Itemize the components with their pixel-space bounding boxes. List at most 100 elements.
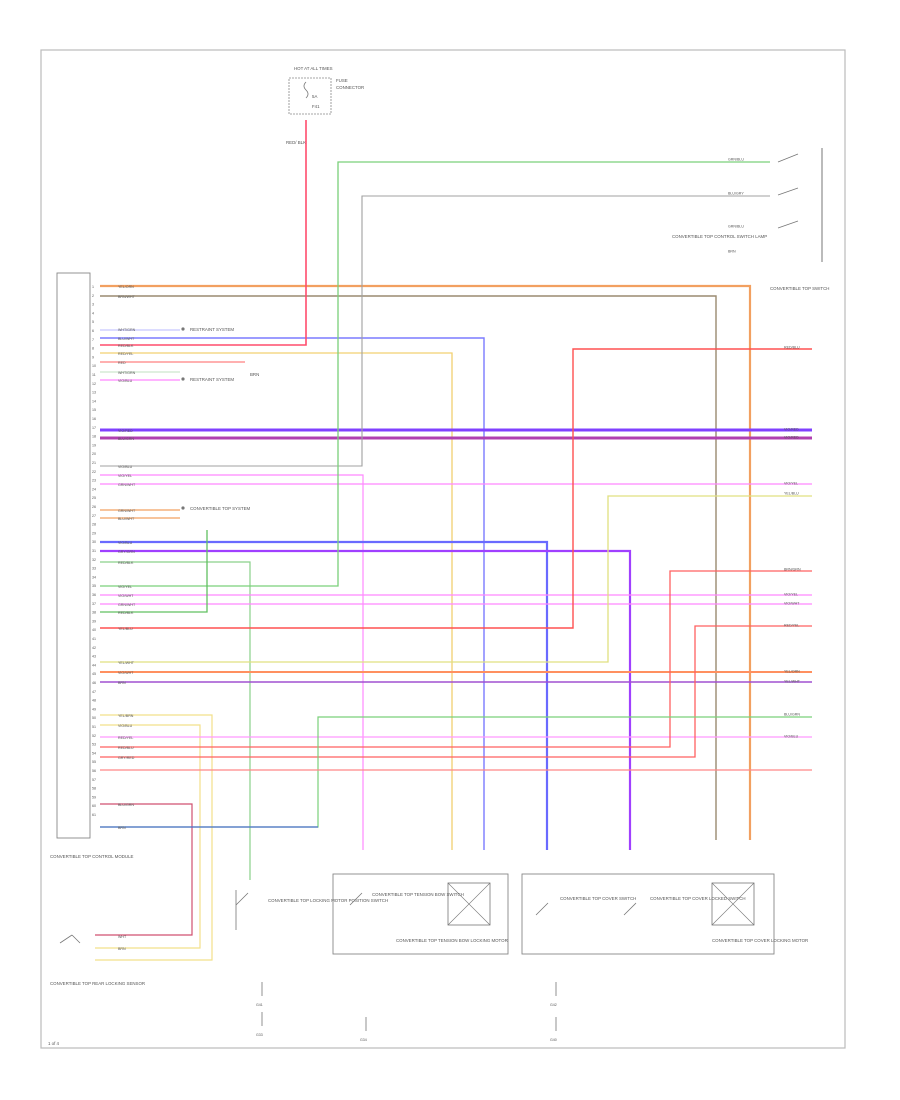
module-pin: 15 <box>92 408 96 412</box>
right-wire-label: YEL/ORN <box>784 670 800 674</box>
module-pin: 50 <box>92 716 96 720</box>
left-wire-label: VIO/BLU <box>118 379 133 383</box>
tension-bow-assembly: CONVERTIBLE TOP TENSION BOW SWITCH CONVE… <box>332 873 509 955</box>
module-pin: 23 <box>92 479 96 483</box>
fuse-block: HOT AT ALL TIMES FUSE CONNECTOR 5A F41 R… <box>286 66 364 145</box>
tension-bow-motor: CONVERTIBLE TOP TENSION BOW LOCKING MOTO… <box>396 938 508 943</box>
module-pin: 33 <box>92 567 96 571</box>
center-switch-name: CONVERTIBLE TOP LOCKING MOTOR POSITION S… <box>268 898 388 903</box>
module-pin: 60 <box>92 804 96 808</box>
module-pin: 12 <box>92 382 96 386</box>
tension-bow-switch: CONVERTIBLE TOP TENSION BOW SWITCH <box>372 892 464 897</box>
ground-label: G41 <box>256 1003 263 1007</box>
wire <box>95 724 201 949</box>
left-wire-label: RED/BLU <box>118 746 134 750</box>
left-wire-label: RED/YEL <box>118 736 133 740</box>
module-pin: 48 <box>92 699 96 703</box>
right-wire-label: BLU/GRY <box>728 192 744 196</box>
module-pin: 25 <box>92 496 96 500</box>
module-pin: 44 <box>92 663 96 667</box>
module-pin: 35 <box>92 584 96 588</box>
left-wire-label: BRN <box>118 826 126 830</box>
wire <box>100 716 812 828</box>
left-wire-label: BLU/WHT <box>118 337 135 341</box>
right-wire-label: YEL/BLU <box>784 492 799 496</box>
module-pin: 38 <box>92 611 96 615</box>
right-wire-label: VIO/YEL <box>784 482 798 486</box>
left-wire-label: RED/YEL <box>118 352 133 356</box>
module-pin: 27 <box>92 514 96 518</box>
left-wire-label: RED/BLK <box>118 561 134 565</box>
right-wire-label: RED/BLU <box>784 346 800 350</box>
left-wire-label: RED/BLK <box>118 611 134 615</box>
convertible-top-switch: CONVERTIBLE TOP SWITCH CONVERTIBLE TOP C… <box>672 148 829 291</box>
right-wire-label: RED/YEL <box>784 624 799 628</box>
module-pin: 7 <box>92 338 94 342</box>
wire <box>100 352 453 850</box>
module-pin: 58 <box>92 787 96 791</box>
wires <box>95 120 812 961</box>
module-pin: 41 <box>92 637 96 641</box>
left-wire-label: VIO/YEL <box>118 474 132 478</box>
right-wire-label: VIO/RED <box>784 436 799 440</box>
left-wire-label: YEL/BRN <box>118 714 134 718</box>
wire <box>100 337 485 850</box>
left-wire-label: BRN/WHT <box>118 295 136 299</box>
left-wire-label: RED <box>118 361 126 365</box>
right-wire-label: BLU/GRN <box>784 713 800 717</box>
wire <box>100 284 752 840</box>
note-4: CONVERTIBLE TOP SYSTEM <box>190 506 251 511</box>
right-wire-label: VIO/WHT <box>784 602 800 606</box>
module-pin: 32 <box>92 558 96 562</box>
module-pin: 59 <box>92 795 96 799</box>
module-pin: 43 <box>92 655 96 659</box>
wire <box>100 570 812 748</box>
module-pin: 46 <box>92 681 96 685</box>
wire <box>100 495 812 663</box>
module-pin: 31 <box>92 549 96 553</box>
note-3: BRN <box>250 372 259 377</box>
right-wire-label: YEL/WHT <box>784 680 801 684</box>
module-pin: 10 <box>92 364 96 368</box>
module-pin: 3 <box>92 303 94 307</box>
right-wire-label: VIO/RED <box>784 428 799 432</box>
left-wire-label: WHT/GRN <box>118 371 136 375</box>
left-wire-label: GRN/WHT <box>118 483 136 487</box>
module-pin: 57 <box>92 778 96 782</box>
module-pin: 6 <box>92 329 94 333</box>
note-1: RESTRAINT SYSTEM <box>190 327 234 332</box>
module-pin: 8 <box>92 347 94 351</box>
left-wire-label: GRY/RED <box>118 756 135 760</box>
cover-locked-switch: CONVERTIBLE TOP COVER LOCKED SWITCH <box>650 896 746 901</box>
left-wire-label: VIO/WHT <box>118 671 134 675</box>
right-wire-label: BRN <box>728 250 736 254</box>
page-number: 1 of 4 <box>48 1041 60 1046</box>
left-wire-label: GRY/GRN <box>118 550 135 554</box>
left-wire-label: BLU/WHT <box>118 517 135 521</box>
wire <box>100 625 812 758</box>
module-pin: 18 <box>92 435 96 439</box>
ground-label: G34 <box>360 1038 367 1042</box>
module-pin: 53 <box>92 743 96 747</box>
wire <box>100 120 307 346</box>
left-wire-label: RED/BLK <box>118 344 134 348</box>
module-pin: 5 <box>92 320 94 324</box>
module-pin: 37 <box>92 602 96 606</box>
module-pin: 49 <box>92 707 96 711</box>
left-wire-label: VIO/BLU <box>118 465 133 469</box>
module-pin: 45 <box>92 672 96 676</box>
fuse-wire-label: RED/ BLK <box>286 140 306 145</box>
module-pin: 17 <box>92 426 96 430</box>
wire <box>95 714 213 961</box>
left-wire-label: WHT/GRN <box>118 328 136 332</box>
left-wire-label: YEL/BLU <box>118 627 133 631</box>
module-name: CONVERTIBLE TOP CONTROL MODULE <box>50 854 134 859</box>
switch-title: CONVERTIBLE TOP SWITCH <box>770 286 829 291</box>
module-pin: 16 <box>92 417 96 421</box>
cover-switch: CONVERTIBLE TOP COVER SWITCH <box>560 896 636 901</box>
module-pin: 2 <box>92 294 94 298</box>
left-wire-label: GRN/WHT <box>118 603 136 607</box>
module-pin: 4 <box>92 311 94 315</box>
